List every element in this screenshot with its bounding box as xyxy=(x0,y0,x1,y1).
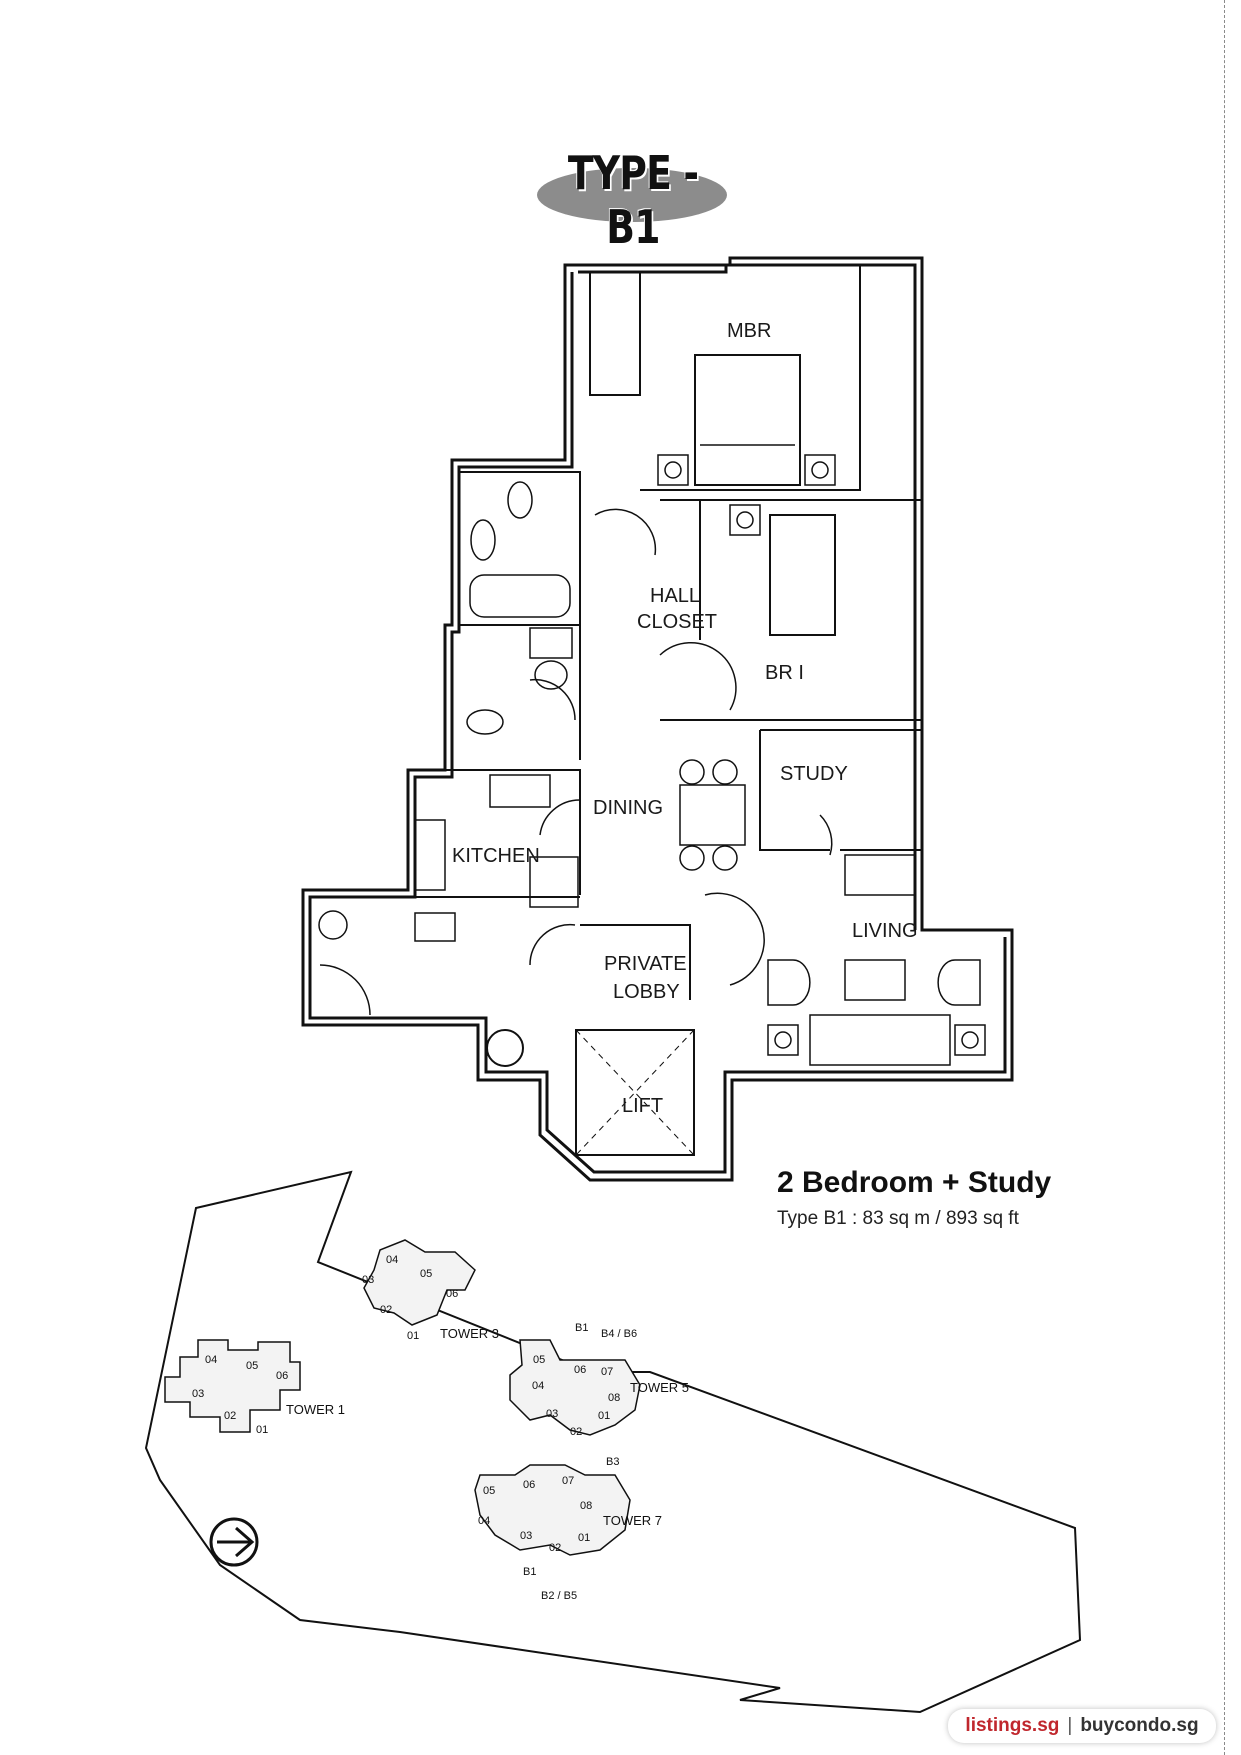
kitchen-wall xyxy=(415,769,581,895)
tower5-block xyxy=(509,1339,641,1436)
armchair-left xyxy=(767,959,811,1006)
unit-number: 05 xyxy=(483,1485,496,1497)
unit-number: 06 xyxy=(523,1479,536,1491)
unit-number: 01 xyxy=(598,1410,611,1422)
title-badge: TYPE - B1 xyxy=(533,138,733,254)
unit-number: 08 xyxy=(608,1392,621,1404)
unit-number: 04 xyxy=(386,1254,399,1266)
footer-badge: listings.sg | buycondo.sg xyxy=(948,1709,1216,1743)
type-tag: B4 / B6 xyxy=(601,1328,638,1340)
page-edge xyxy=(1224,0,1229,1755)
hob xyxy=(489,774,551,808)
dining-table xyxy=(679,784,746,846)
label-kitchen: KITCHEN xyxy=(452,845,540,867)
washer xyxy=(414,912,456,942)
unit-number: 02 xyxy=(570,1426,583,1438)
unit-number: 02 xyxy=(380,1304,393,1316)
type-tag: B3 xyxy=(606,1456,620,1468)
tower-label: TOWER 1 xyxy=(286,1402,345,1417)
label-dining: DINING xyxy=(593,797,663,819)
unit-number: 02 xyxy=(224,1410,237,1422)
toilet1 xyxy=(507,481,533,519)
unit-number: 04 xyxy=(532,1380,545,1392)
bath2-wall xyxy=(459,624,581,760)
sofa xyxy=(809,1014,951,1066)
lobby-wall xyxy=(580,924,691,1000)
lift-car xyxy=(575,1029,695,1156)
label-hall: HALL xyxy=(650,585,701,607)
type-tag: B2 / B5 xyxy=(541,1590,578,1602)
label-lobby: LOBBY xyxy=(613,981,680,1003)
unit-number: 04 xyxy=(478,1515,491,1527)
mbr-bed xyxy=(694,354,801,486)
unit-area: Type B1 : 83 sq m / 893 sq ft xyxy=(777,1208,1019,1229)
basin2 xyxy=(534,660,568,690)
unit-number: 06 xyxy=(446,1288,459,1300)
toilet2 xyxy=(466,709,504,735)
basin1 xyxy=(470,519,496,561)
label-study: STUDY xyxy=(780,763,848,785)
footer-separator: | xyxy=(1067,1715,1073,1736)
yard-drum xyxy=(318,910,348,940)
br1-bed xyxy=(769,514,836,636)
armchair-right xyxy=(937,959,981,1006)
fridge xyxy=(529,856,579,908)
label-br1: BR I xyxy=(765,662,804,684)
type-tag: B1 xyxy=(523,1566,537,1578)
outer-wall xyxy=(301,256,1014,1182)
footer-link-buycondo[interactable]: buycondo.sg xyxy=(1080,1715,1199,1736)
site-boundary xyxy=(144,1170,1082,1714)
footer-link-listings[interactable]: listings.sg xyxy=(965,1715,1060,1736)
shower xyxy=(529,627,573,659)
wardrobe-mbr xyxy=(589,271,641,396)
label-closet: CLOSET xyxy=(637,611,718,633)
unit-number: 08 xyxy=(580,1500,593,1512)
unit-number: 04 xyxy=(205,1354,218,1366)
unit-number: 02 xyxy=(549,1542,562,1554)
unit-number: 07 xyxy=(562,1475,575,1487)
unit-type-title: 2 Bedroom + Study xyxy=(777,1166,1052,1199)
tower1-block xyxy=(164,1339,301,1433)
unit-number: 03 xyxy=(520,1530,533,1542)
br1-wall xyxy=(660,499,923,740)
tower-label: TOWER 3 xyxy=(440,1326,499,1341)
sink xyxy=(414,819,446,891)
unit-number: 06 xyxy=(276,1370,289,1382)
title-ellipse xyxy=(537,168,727,222)
unit-number: 01 xyxy=(256,1424,269,1436)
unit-number: 05 xyxy=(420,1268,433,1280)
tower-label: TOWER 7 xyxy=(603,1513,662,1528)
refuse-chute xyxy=(486,1029,524,1067)
unit-number: 01 xyxy=(407,1330,420,1342)
bath1-wall xyxy=(459,471,581,625)
label-mbr: MBR xyxy=(727,320,772,342)
tower-label: TOWER 5 xyxy=(630,1380,689,1395)
north-arrow-icon xyxy=(209,1517,259,1567)
label-living: LIVING xyxy=(852,920,918,942)
unit-number: 01 xyxy=(578,1532,591,1544)
mbr-wall xyxy=(640,265,861,491)
type-tag: B1 xyxy=(575,1322,589,1334)
unit-number: 03 xyxy=(362,1274,375,1286)
study-wall xyxy=(759,729,922,851)
unit-number: 05 xyxy=(246,1360,259,1372)
bathtub xyxy=(469,574,571,618)
label-private: PRIVATE xyxy=(604,953,687,975)
unit-number: 07 xyxy=(601,1366,614,1378)
unit-number: 03 xyxy=(192,1388,205,1400)
inner-wall xyxy=(308,263,1007,1174)
unit-number: 05 xyxy=(533,1354,546,1366)
tv-console xyxy=(844,854,916,896)
tower3-block xyxy=(363,1239,476,1326)
page-title: TYPE - B1 xyxy=(567,146,699,254)
coffee-table xyxy=(844,959,906,1001)
unit-number: 06 xyxy=(574,1364,587,1376)
tower7-block xyxy=(474,1464,631,1556)
unit-number: 03 xyxy=(546,1408,559,1420)
label-lift: LIFT xyxy=(622,1095,664,1117)
